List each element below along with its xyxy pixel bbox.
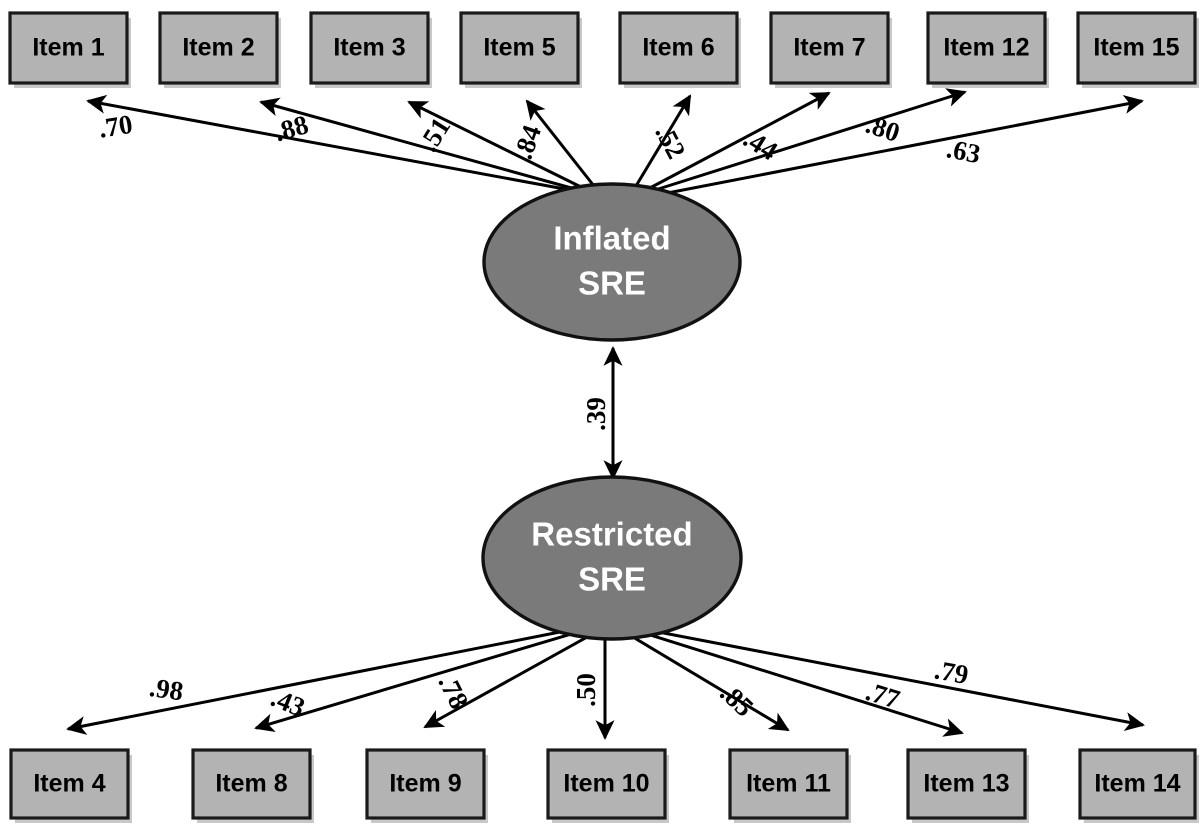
- item-box-background: [1076, 11, 1197, 85]
- loading-path-item-3: [407, 100, 584, 190]
- item-box-item-15: Item 15: [1076, 11, 1199, 88]
- item-box-item-13: Item 13: [906, 748, 1029, 823]
- item-box-background: [158, 11, 279, 85]
- latent-label-line1: Restricted: [531, 516, 692, 553]
- loading-path-item-5: [525, 99, 596, 187]
- item-box-label: Item 11: [746, 770, 831, 798]
- loading-path-item-6: [634, 94, 692, 187]
- item-box-background: [906, 748, 1027, 820]
- item-box-label: Item 5: [483, 34, 555, 62]
- bottom-loading-paths: [66, 628, 1145, 740]
- covariance-coefficient: .39: [581, 397, 611, 431]
- loading-coefficient-item-9: .78: [432, 670, 474, 714]
- item-box-background: [618, 11, 739, 85]
- item-box-item-3: Item 3: [309, 11, 432, 88]
- top-loading-paths: [86, 88, 1144, 198]
- item-box-label: Item 14: [1094, 770, 1180, 798]
- loading-path-item-2: [259, 97, 576, 191]
- item-box-item-4: Item 4: [9, 748, 132, 823]
- loading-coefficient-item-14: .79: [932, 655, 970, 690]
- item-box-label: Item 2: [182, 34, 254, 62]
- item-box-background: [546, 748, 667, 820]
- loading-coefficient-item-3: .51: [413, 112, 456, 157]
- item-box-label: Item 1: [32, 34, 104, 62]
- item-box-label: Item 4: [33, 770, 105, 798]
- loading-path-item-1: [86, 94, 571, 192]
- item-box-item-8: Item 8: [191, 748, 314, 823]
- item-box-item-5: Item 5: [459, 11, 582, 88]
- latent-label-line2: SRE: [578, 561, 646, 598]
- loading-coefficient-item-10: .50: [571, 673, 601, 707]
- item-box-item-7: Item 7: [769, 11, 892, 88]
- loading-coefficient-item-7: .44: [738, 123, 783, 166]
- loading-path-item-11: [632, 635, 790, 732]
- item-box-item-9: Item 9: [365, 748, 488, 823]
- item-box-background: [8, 11, 129, 85]
- item-box-label: Item 12: [943, 34, 1029, 62]
- latent-ellipse-shape: [482, 182, 742, 342]
- item-box-background: [365, 748, 486, 820]
- loading-coefficient-item-13: .77: [862, 676, 903, 715]
- item-box-label: Item 8: [215, 770, 287, 798]
- item-box-item-6: Item 6: [618, 11, 741, 88]
- loading-path-item-14: [647, 628, 1145, 732]
- item-box-background: [9, 748, 130, 820]
- loading-coefficient-item-4: .98: [148, 672, 186, 706]
- item-box-label: Item 13: [923, 770, 1009, 798]
- item-box-item-12: Item 12: [926, 11, 1049, 88]
- item-box-label: Item 15: [1093, 34, 1179, 62]
- item-box-label: Item 9: [389, 770, 461, 798]
- loading-coefficient-item-5: .84: [508, 121, 547, 163]
- loading-path-item-13: [643, 631, 964, 737]
- latent-label-line2: SRE: [578, 265, 646, 302]
- loading-path-item-15: [651, 95, 1144, 198]
- item-box-item-10: Item 10: [546, 748, 669, 823]
- loading-path-item-7: [647, 91, 831, 191]
- item-box-background: [309, 11, 430, 85]
- loading-coefficient-item-11: .85: [714, 677, 759, 722]
- item-box-item-14: Item 14: [1078, 748, 1199, 823]
- loading-coefficient-item-1: .70: [97, 109, 135, 144]
- item-box-background: [769, 11, 890, 85]
- bottom-item-boxes: Item 4 Item 8 Item 9 Item 10 Item 11 Item 13 I…: [9, 748, 1199, 823]
- item-box-background: [191, 748, 312, 820]
- item-box-background: [728, 748, 849, 820]
- loading-coefficient-item-15: .63: [944, 133, 983, 169]
- item-box-label: Item 3: [333, 34, 405, 62]
- item-box-label: Item 7: [793, 34, 865, 62]
- loading-path-item-8: [254, 630, 579, 733]
- loading-coefficient-item-6: .52: [649, 120, 691, 164]
- loading-path-item-4: [66, 628, 571, 735]
- item-box-label: Item 6: [642, 34, 714, 62]
- top-item-boxes: Item 1 Item 2 Item 3 Item 5 Item 6 Item 7 Item…: [8, 11, 1199, 88]
- latent-label-line1: Inflated: [553, 220, 670, 257]
- loading-path-item-12: [651, 88, 967, 193]
- item-box-item-2: Item 2: [158, 11, 281, 88]
- item-box-background: [459, 11, 580, 85]
- latent-ellipse-shape: [481, 475, 743, 641]
- item-box-item-1: Item 1: [8, 11, 131, 88]
- item-box-background: [926, 11, 1047, 85]
- loading-path-item-9: [423, 634, 590, 729]
- item-box-label: Item 10: [563, 770, 649, 798]
- item-box-background: [1078, 748, 1197, 820]
- item-box-item-11: Item 11: [728, 748, 851, 823]
